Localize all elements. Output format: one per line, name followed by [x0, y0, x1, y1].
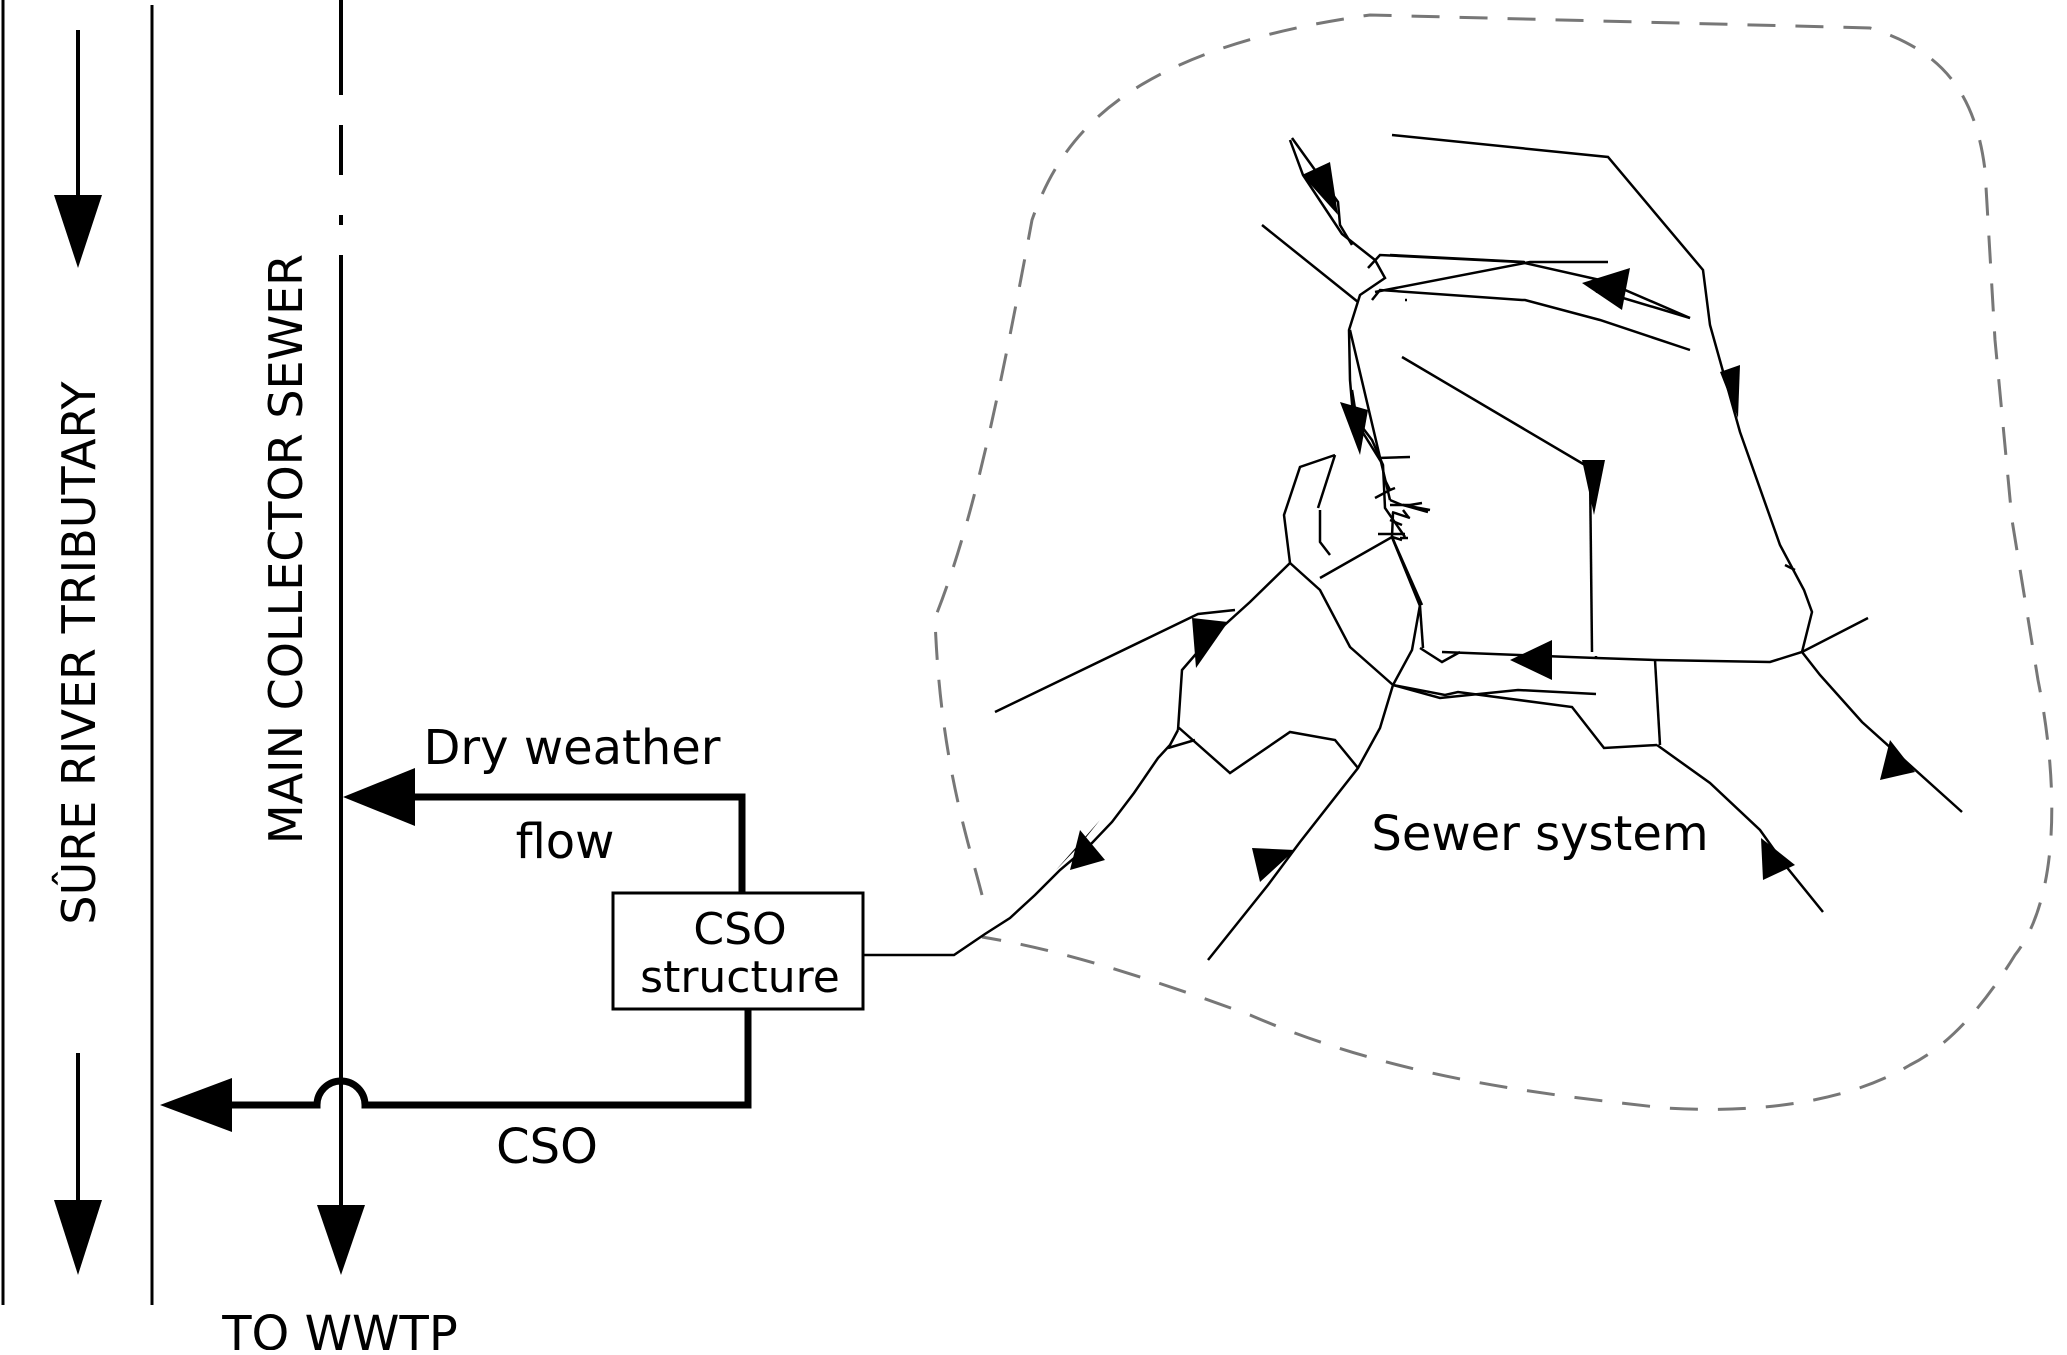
catchment-boundary	[933, 13, 2054, 1111]
river-flow-arrow-top	[54, 30, 102, 268]
cso-overflow-arrow	[160, 1078, 232, 1132]
cso-structure-box: CSO structure	[611, 891, 865, 1011]
flow-label: flow	[516, 814, 615, 870]
collector-label: MAIN COLLECTOR SEWER	[259, 254, 313, 844]
dry-weather-flow-pipe	[405, 793, 746, 893]
sewer-flow-arrows	[1056, 162, 1915, 882]
river-flow-arrow-bottom	[54, 1053, 102, 1275]
cso-flow-label: CSO	[496, 1119, 598, 1175]
collector-outflow-arrow	[317, 1205, 365, 1275]
cso-box-label-line2: structure	[640, 952, 840, 1003]
to-wwtp-label: TO WWTP	[221, 1306, 458, 1350]
river-label: SÛRE RIVER TRIBUTARY	[51, 381, 106, 925]
sewer-system-label: Sewer system	[1371, 806, 1708, 862]
cso-overflow-pipe	[225, 1009, 752, 1109]
cso-box-label-line1: CSO	[693, 904, 786, 955]
dry-weather-label: Dry weather	[423, 720, 720, 776]
river-channel	[1, 0, 154, 1305]
dry-weather-flow-arrow	[343, 768, 415, 826]
